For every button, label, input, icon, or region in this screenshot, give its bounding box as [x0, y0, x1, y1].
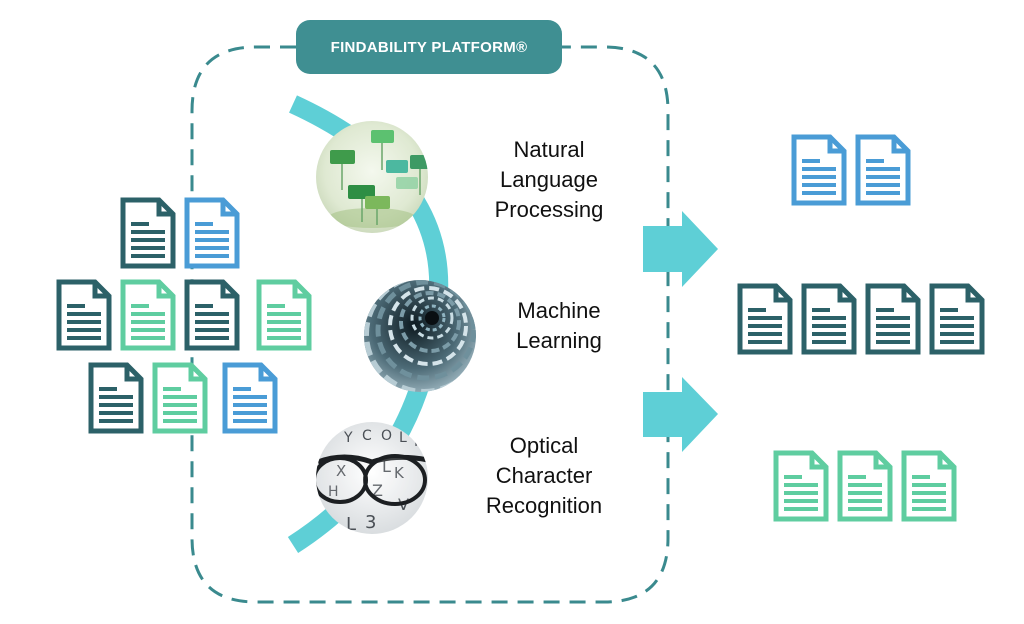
- svg-text:O: O: [381, 428, 392, 444]
- output-document-icon: [791, 134, 847, 206]
- svg-text:3: 3: [365, 512, 376, 533]
- svg-text:C: C: [362, 428, 372, 444]
- ocr-label: Optical Character Recognition: [485, 433, 603, 518]
- output-document-icon: [929, 283, 985, 355]
- input-document-icon: [222, 362, 278, 434]
- svg-text:K: K: [414, 434, 424, 450]
- input-document-icon: [56, 279, 112, 351]
- input-document-icon: [120, 279, 176, 351]
- ml-label: Machine Learning: [516, 298, 602, 353]
- platform-frame: [190, 45, 670, 604]
- nlp-image: [316, 121, 428, 233]
- output-document-icon: [855, 134, 911, 206]
- output-document-icon: [901, 450, 957, 522]
- output-document-icon: [801, 283, 857, 355]
- svg-text:L: L: [346, 514, 356, 535]
- document-icons: [56, 134, 985, 522]
- output-document-icon: [773, 450, 829, 522]
- flow-arrow: [643, 211, 718, 287]
- flow-arrow: [643, 377, 718, 452]
- output-document-icon: [737, 283, 793, 355]
- output-document-icon: [837, 450, 893, 522]
- svg-text:L: L: [399, 430, 407, 446]
- nlp-label: Natural Language Processing: [494, 137, 604, 222]
- input-document-icon: [152, 362, 208, 434]
- input-document-icon: [184, 197, 240, 269]
- input-document-icon: [184, 279, 240, 351]
- svg-text:Y: Y: [343, 430, 353, 446]
- output-document-icon: [865, 283, 921, 355]
- svg-text:K: K: [430, 476, 443, 497]
- input-document-icon: [256, 279, 312, 351]
- svg-text:X: X: [336, 462, 346, 480]
- input-document-icon: [88, 362, 144, 434]
- ml-image: [364, 280, 476, 392]
- findability-platform-badge: FINDABILITY PLATFORM®: [296, 20, 562, 74]
- ocr-image: Y C O L K X L K K H Z V L 3: [316, 422, 443, 535]
- svg-text:Z: Z: [372, 481, 383, 500]
- svg-text:H: H: [328, 484, 339, 500]
- svg-text:K: K: [394, 464, 405, 482]
- input-document-icon: [120, 197, 176, 269]
- svg-text:L: L: [382, 457, 391, 476]
